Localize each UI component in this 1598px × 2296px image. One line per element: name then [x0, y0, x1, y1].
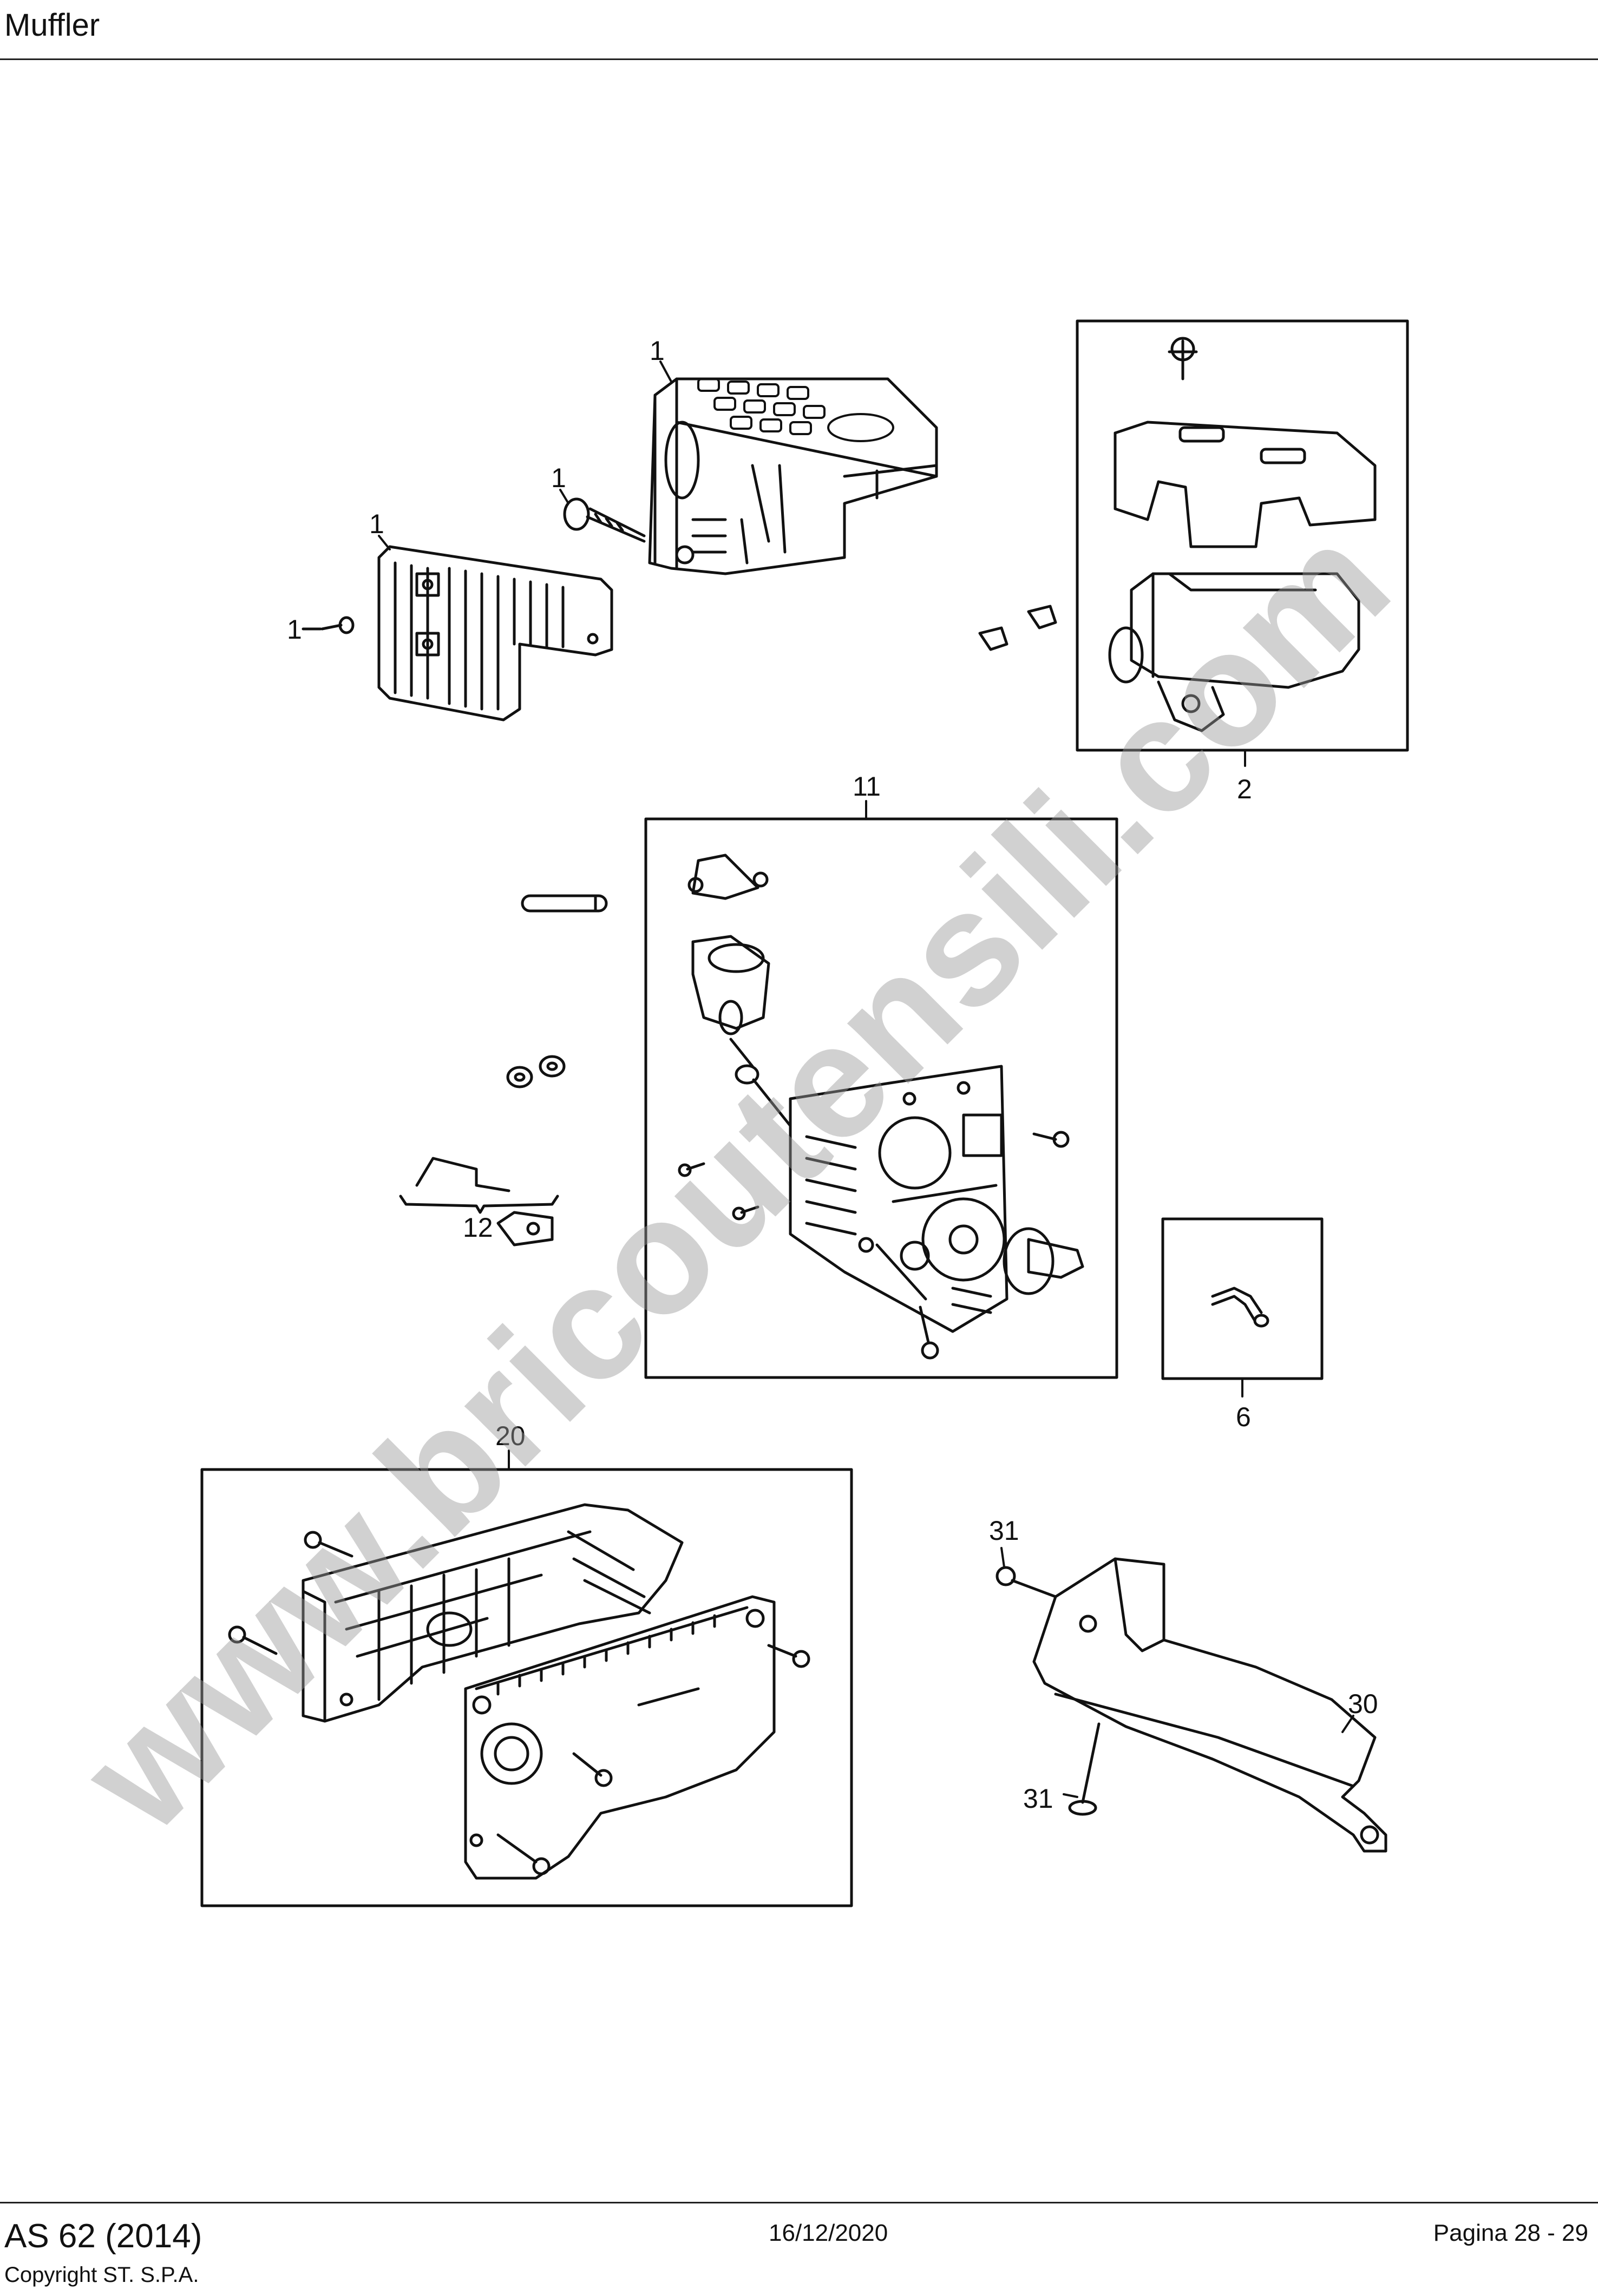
- belt-guard-back: [302, 1503, 684, 1723]
- exhaust-cap: [1003, 1227, 1084, 1295]
- pin: [521, 894, 608, 913]
- box-elbow: [1161, 1217, 1324, 1380]
- mounting-bracket: [1032, 1557, 1387, 1853]
- callout-labels: 1 1 1 1 2 11 12 6 20 31 31 30: [287, 336, 1378, 1814]
- bracket-screws: [996, 1566, 1101, 1816]
- footer-page-number: Pagina 28 - 29: [1433, 2220, 1588, 2246]
- callout-1-top: 1: [650, 336, 665, 366]
- small-elbow-tube: [1211, 1287, 1269, 1328]
- callout-30: 30: [1348, 1689, 1378, 1719]
- callout-11: 11: [853, 771, 881, 802]
- screw-1-middle: [563, 497, 646, 543]
- muffler-cover: [1114, 337, 1377, 548]
- box-muffler: [1076, 319, 1409, 752]
- callout-1-screw: 1: [551, 463, 566, 493]
- footer-divider: [0, 2202, 1598, 2203]
- callout-1-plate: 1: [369, 509, 384, 539]
- screen-screws: [678, 1131, 1070, 1360]
- callout-2: 2: [1237, 774, 1252, 804]
- header-divider: [0, 58, 1598, 60]
- clip-kit: [399, 1157, 559, 1247]
- callout-leaders: [378, 360, 1354, 1798]
- exhaust-elbow: [691, 935, 770, 1068]
- belt-guard-screws: [228, 1531, 810, 1875]
- nuts-pair-upper: [978, 605, 1057, 651]
- watermark: www.bricoutensili.com: [45, 490, 1422, 1866]
- belt-guard-front: [464, 1595, 776, 1880]
- screen-leader: [875, 1243, 927, 1301]
- callout-20: 20: [495, 1421, 526, 1451]
- callout-31-top: 31: [989, 1516, 1019, 1546]
- callout-6: 6: [1236, 1402, 1251, 1432]
- page-title: Muffler: [4, 8, 100, 43]
- footer-copyright: Copyright ST. S.P.A.: [4, 2263, 199, 2287]
- box-exhaust-assembly: [644, 817, 1118, 1379]
- footer-model: AS 62 (2014): [4, 2218, 202, 2255]
- exhaust-gasket-top: [687, 854, 769, 900]
- box-belt-guard: [200, 1468, 853, 1907]
- footer-date: 16/12/2020: [769, 2220, 888, 2246]
- spacer-bushing: [735, 1064, 792, 1127]
- muffler-body: [1108, 572, 1360, 732]
- callout-1-left: 1: [287, 614, 302, 645]
- callout-31-bottom: 31: [1023, 1783, 1053, 1814]
- screw-1-left: [320, 616, 355, 634]
- nuts-pair-lower: [506, 1055, 566, 1088]
- heat-shield-plate: [377, 545, 613, 721]
- spark-arrester-screen: [789, 1065, 1008, 1333]
- heat-shield-upper: [648, 377, 938, 575]
- callout-12: 12: [463, 1212, 493, 1243]
